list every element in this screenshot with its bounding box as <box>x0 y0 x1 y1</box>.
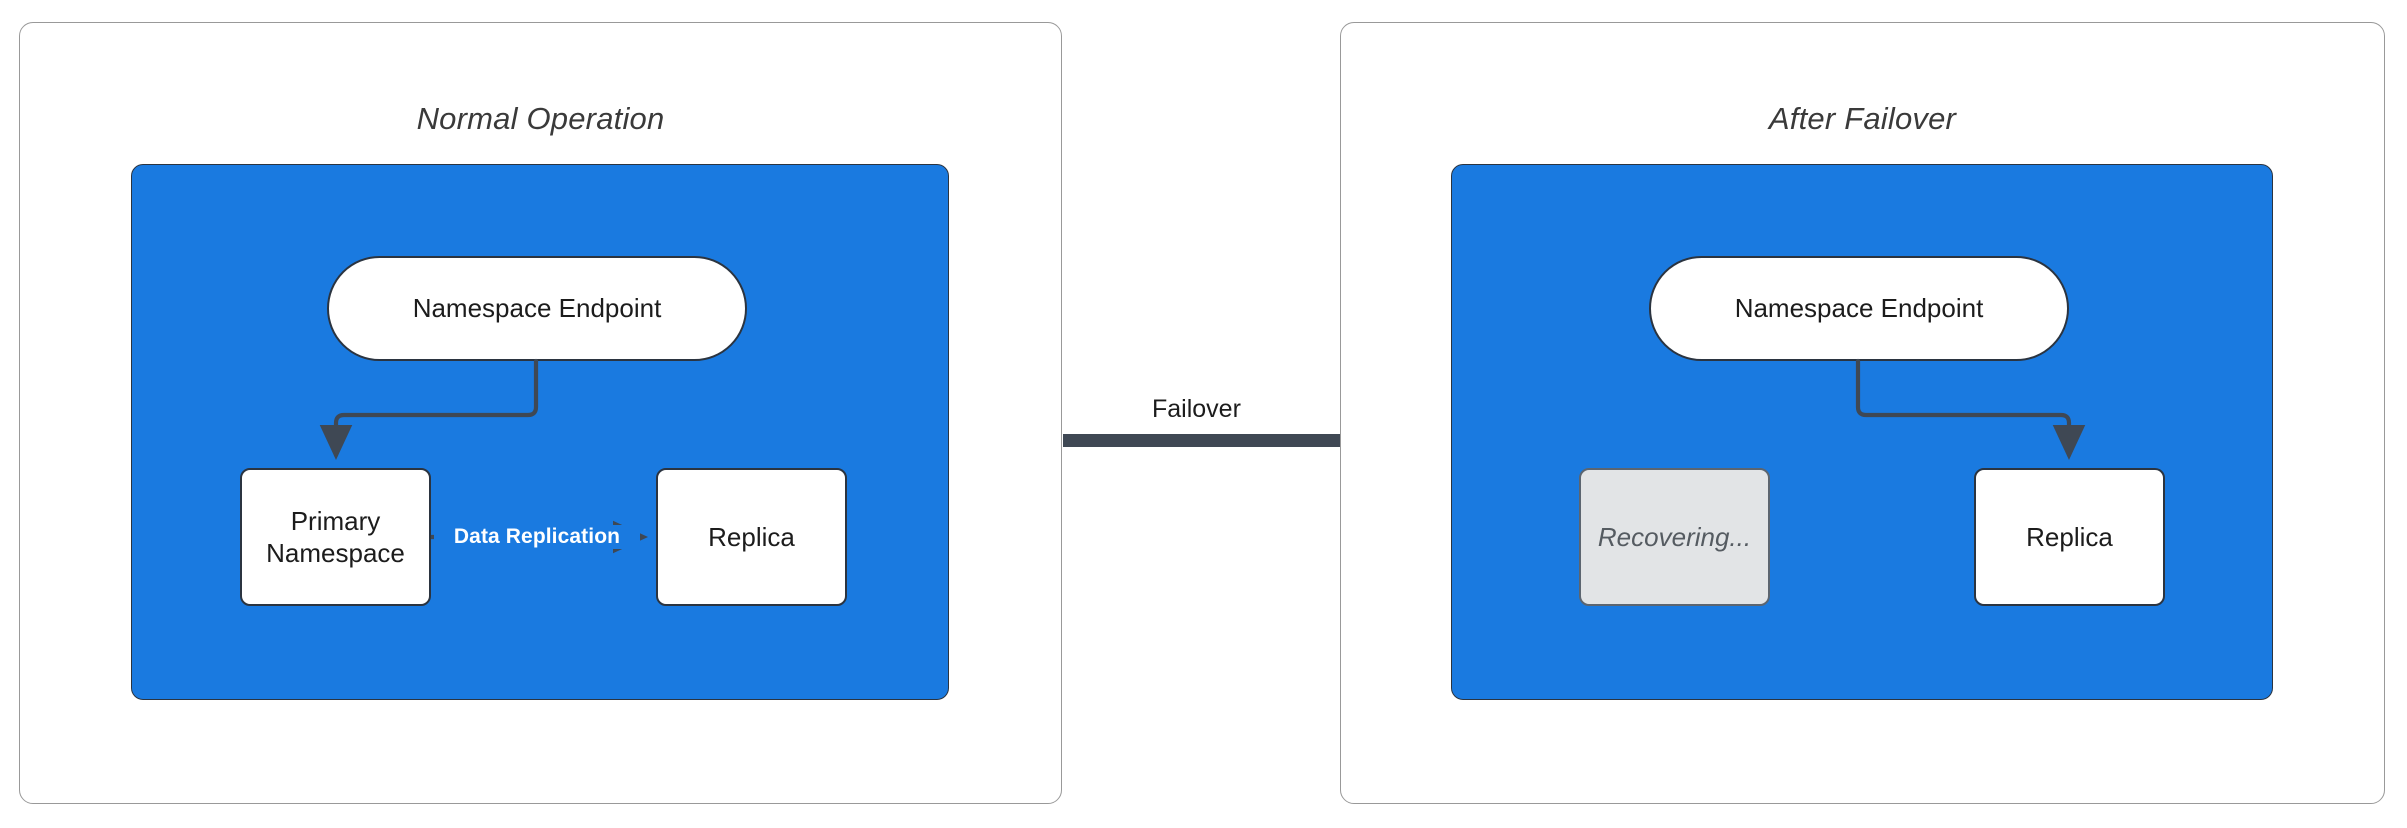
transition-label-failover: Failover <box>1152 395 1241 423</box>
node-label: Recovering... <box>1597 521 1752 552</box>
node-namespace-endpoint-left[interactable]: Namespace Endpoint <box>327 256 747 361</box>
node-replica-left[interactable]: Replica <box>656 468 847 606</box>
node-label: Primary Namespace <box>266 505 405 569</box>
panel-title-normal-operation: Normal Operation <box>416 101 665 136</box>
panel-after-failover: After Failover Namespace Endpoint Recove… <box>1340 22 2385 804</box>
node-label: Namespace Endpoint <box>412 293 662 324</box>
node-label: Replica <box>2026 521 2113 552</box>
node-primary-namespace[interactable]: Primary Namespace <box>240 468 431 606</box>
node-label-line-2: Namespace <box>266 538 405 568</box>
node-label-line-1: Primary <box>290 505 381 536</box>
panel-normal-operation: Normal Operation Namespace Endpoint Prim… <box>19 22 1062 804</box>
node-label: Namespace Endpoint <box>1734 293 1984 324</box>
region-normal-operation <box>131 164 949 700</box>
edge-label-data-replication: Data Replication <box>434 525 640 549</box>
node-recovering[interactable]: Recovering... <box>1579 468 1770 606</box>
node-label: Replica <box>708 521 795 552</box>
panel-title-after-failover: After Failover <box>1768 101 1957 136</box>
node-namespace-endpoint-right[interactable]: Namespace Endpoint <box>1649 256 2069 361</box>
region-after-failover <box>1451 164 2273 700</box>
node-replica-right[interactable]: Replica <box>1974 468 2165 606</box>
transition-arrow-failover <box>1063 423 1383 458</box>
